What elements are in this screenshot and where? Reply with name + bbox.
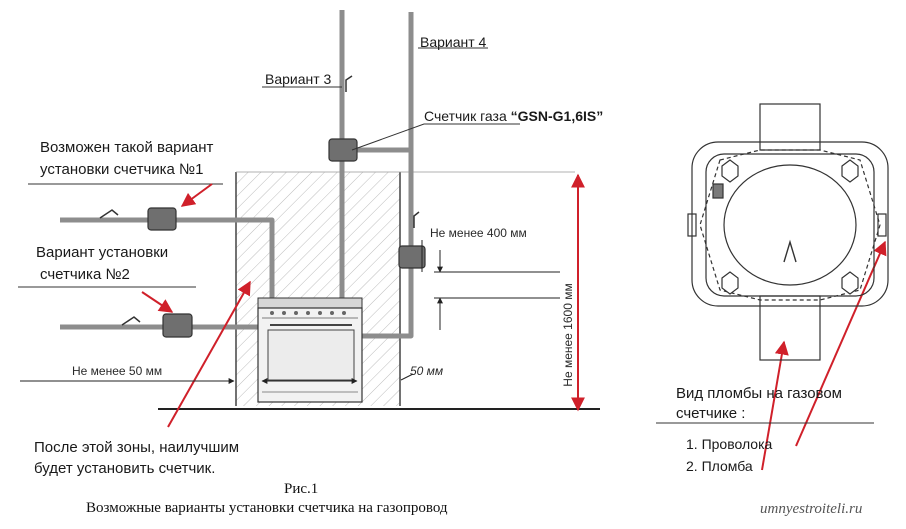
seal-direction-mark	[783, 239, 797, 263]
meter-variant4-icon	[398, 245, 426, 269]
label-min-1600: Не менее 1600 мм	[561, 283, 575, 387]
dimension-lines	[20, 240, 560, 384]
gas-valves	[99, 75, 420, 326]
label-min-400: Не менее 400 мм	[430, 226, 527, 240]
seal-diagram	[656, 103, 889, 424]
seal-side-lug	[877, 213, 887, 237]
valve-icon	[99, 209, 119, 219]
leader-lines	[18, 47, 520, 288]
valve-icon	[413, 211, 420, 228]
meter-variant1-icon	[147, 207, 177, 231]
label-variant4: Вариант 4	[420, 34, 487, 50]
seal-wire	[699, 149, 881, 301]
seal-title-line1: Вид пломбы на газовом	[676, 385, 842, 402]
valve-icon	[121, 316, 141, 326]
seal-lead-icon	[712, 183, 724, 199]
seal-title-line2: счетчике :	[676, 405, 746, 422]
seal-item-seal: 2. Пломба	[686, 458, 753, 474]
seal-bolt-icon	[721, 271, 739, 295]
label-zone-line2: будет установить счетчик.	[34, 460, 216, 477]
valve-icon	[345, 75, 353, 92]
meter-variant2-icon	[162, 313, 193, 338]
caption-text: Возможные варианты установки счетчика на…	[86, 500, 448, 516]
label-variant2-line2: счетчика №2	[40, 266, 130, 283]
label-dim-50: 50 мм	[410, 364, 444, 378]
label-variant3: Вариант 3	[265, 71, 332, 87]
seal-bolt-icon	[721, 159, 739, 183]
seal-body	[723, 164, 857, 286]
label-gas-meter: Счетчик газа “GSN-G1,6IS”	[424, 108, 603, 124]
caption-fig: Рис.1	[284, 481, 319, 497]
seal-item-wire: 1. Проволока	[686, 436, 773, 452]
meter-variant3-icon	[328, 138, 358, 162]
gas-stove	[257, 297, 363, 403]
watermark: umnyestroiteli.ru	[760, 501, 863, 517]
red-arrows	[141, 173, 887, 471]
label-gas-meter-model: “GSN-G1,6IS”	[510, 108, 604, 124]
label-variant2-line1: Вариант установки	[36, 244, 169, 261]
seal-flange-inner	[705, 153, 875, 297]
seal-bolt-icon	[841, 159, 859, 183]
label-zone-line1: После этой зоны, наилучшим	[34, 439, 240, 456]
gas-meters	[147, 138, 426, 338]
seal-side-lug	[687, 213, 697, 237]
seal-flange-outer	[691, 141, 889, 307]
seal-pipe-top	[759, 103, 821, 151]
label-gas-meter-prefix: Счетчик газа	[424, 108, 507, 124]
seal-bolt-icon	[841, 271, 859, 295]
label-possible-line1: Возможен такой вариант	[40, 139, 214, 156]
label-min-50: Не менее 50 мм	[72, 364, 163, 378]
label-possible-line2: установки счетчика №1	[40, 161, 204, 178]
